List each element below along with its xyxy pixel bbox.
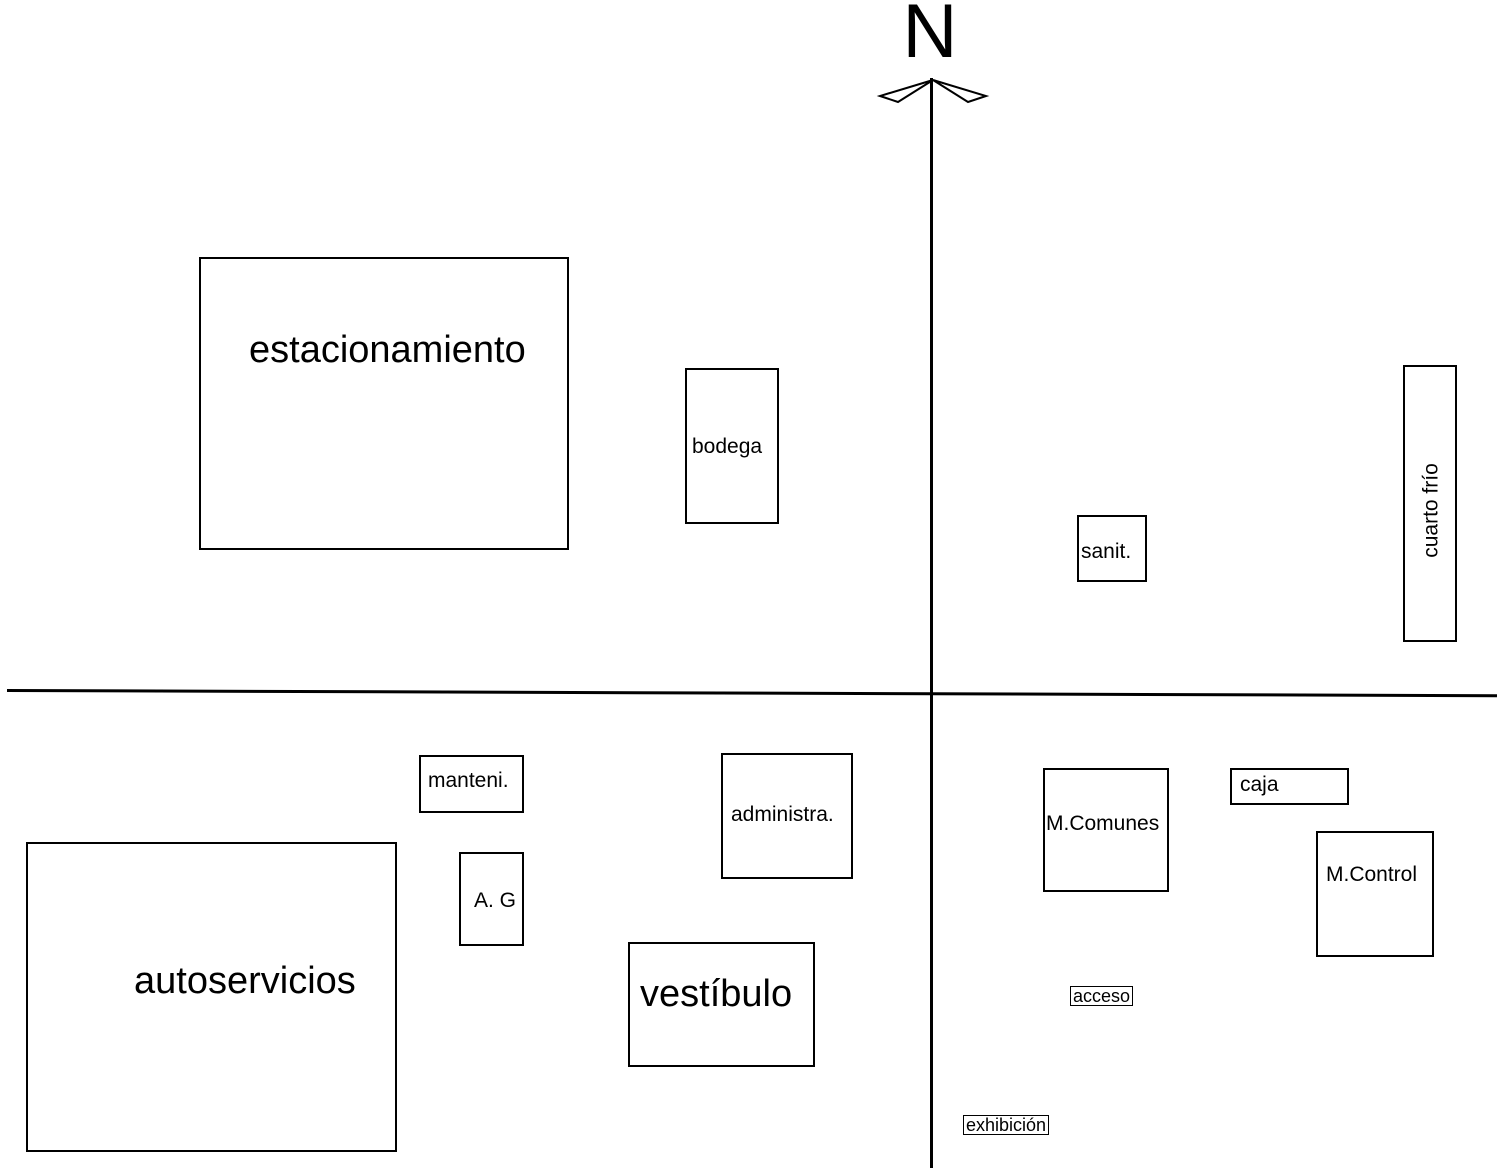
room-ag — [459, 852, 524, 946]
room-autoservicios — [26, 842, 397, 1152]
label-exhibicion: exhibición — [963, 1115, 1050, 1135]
label-manteni: manteni. — [428, 769, 509, 792]
label-autoservicios: autoservicios — [134, 960, 356, 1002]
north-label: N — [902, 0, 958, 74]
room-administra — [721, 753, 853, 879]
room-manteni — [419, 755, 524, 813]
north-south-axis — [930, 78, 933, 1168]
label-acceso: acceso — [1070, 986, 1134, 1006]
room-sanit — [1077, 515, 1147, 582]
label-m-control: M.Control — [1326, 863, 1418, 886]
room-cuarto-frio — [1403, 365, 1457, 642]
label-ag: A. G — [474, 889, 517, 912]
label-estacionamiento: estacionamiento — [249, 329, 526, 371]
room-m-control — [1316, 831, 1434, 957]
label-sanit: sanit. — [1081, 540, 1132, 563]
label-caja: caja — [1240, 773, 1279, 796]
label-vestibulo: vestíbulo — [640, 973, 793, 1015]
label-bodega: bodega — [692, 435, 763, 458]
label-cuarto-frio: cuarto frío — [1419, 463, 1443, 558]
room-vestibulo — [628, 942, 815, 1067]
room-estacionamiento — [199, 257, 569, 550]
north-arrow-icon — [876, 79, 990, 104]
room-caja — [1230, 768, 1349, 805]
room-bodega — [685, 368, 779, 524]
label-m-comunes: M.Comunes — [1046, 812, 1160, 835]
label-administra: administra. — [731, 803, 834, 826]
room-m-comunes — [1043, 768, 1169, 892]
east-west-axis — [6, 689, 1497, 698]
